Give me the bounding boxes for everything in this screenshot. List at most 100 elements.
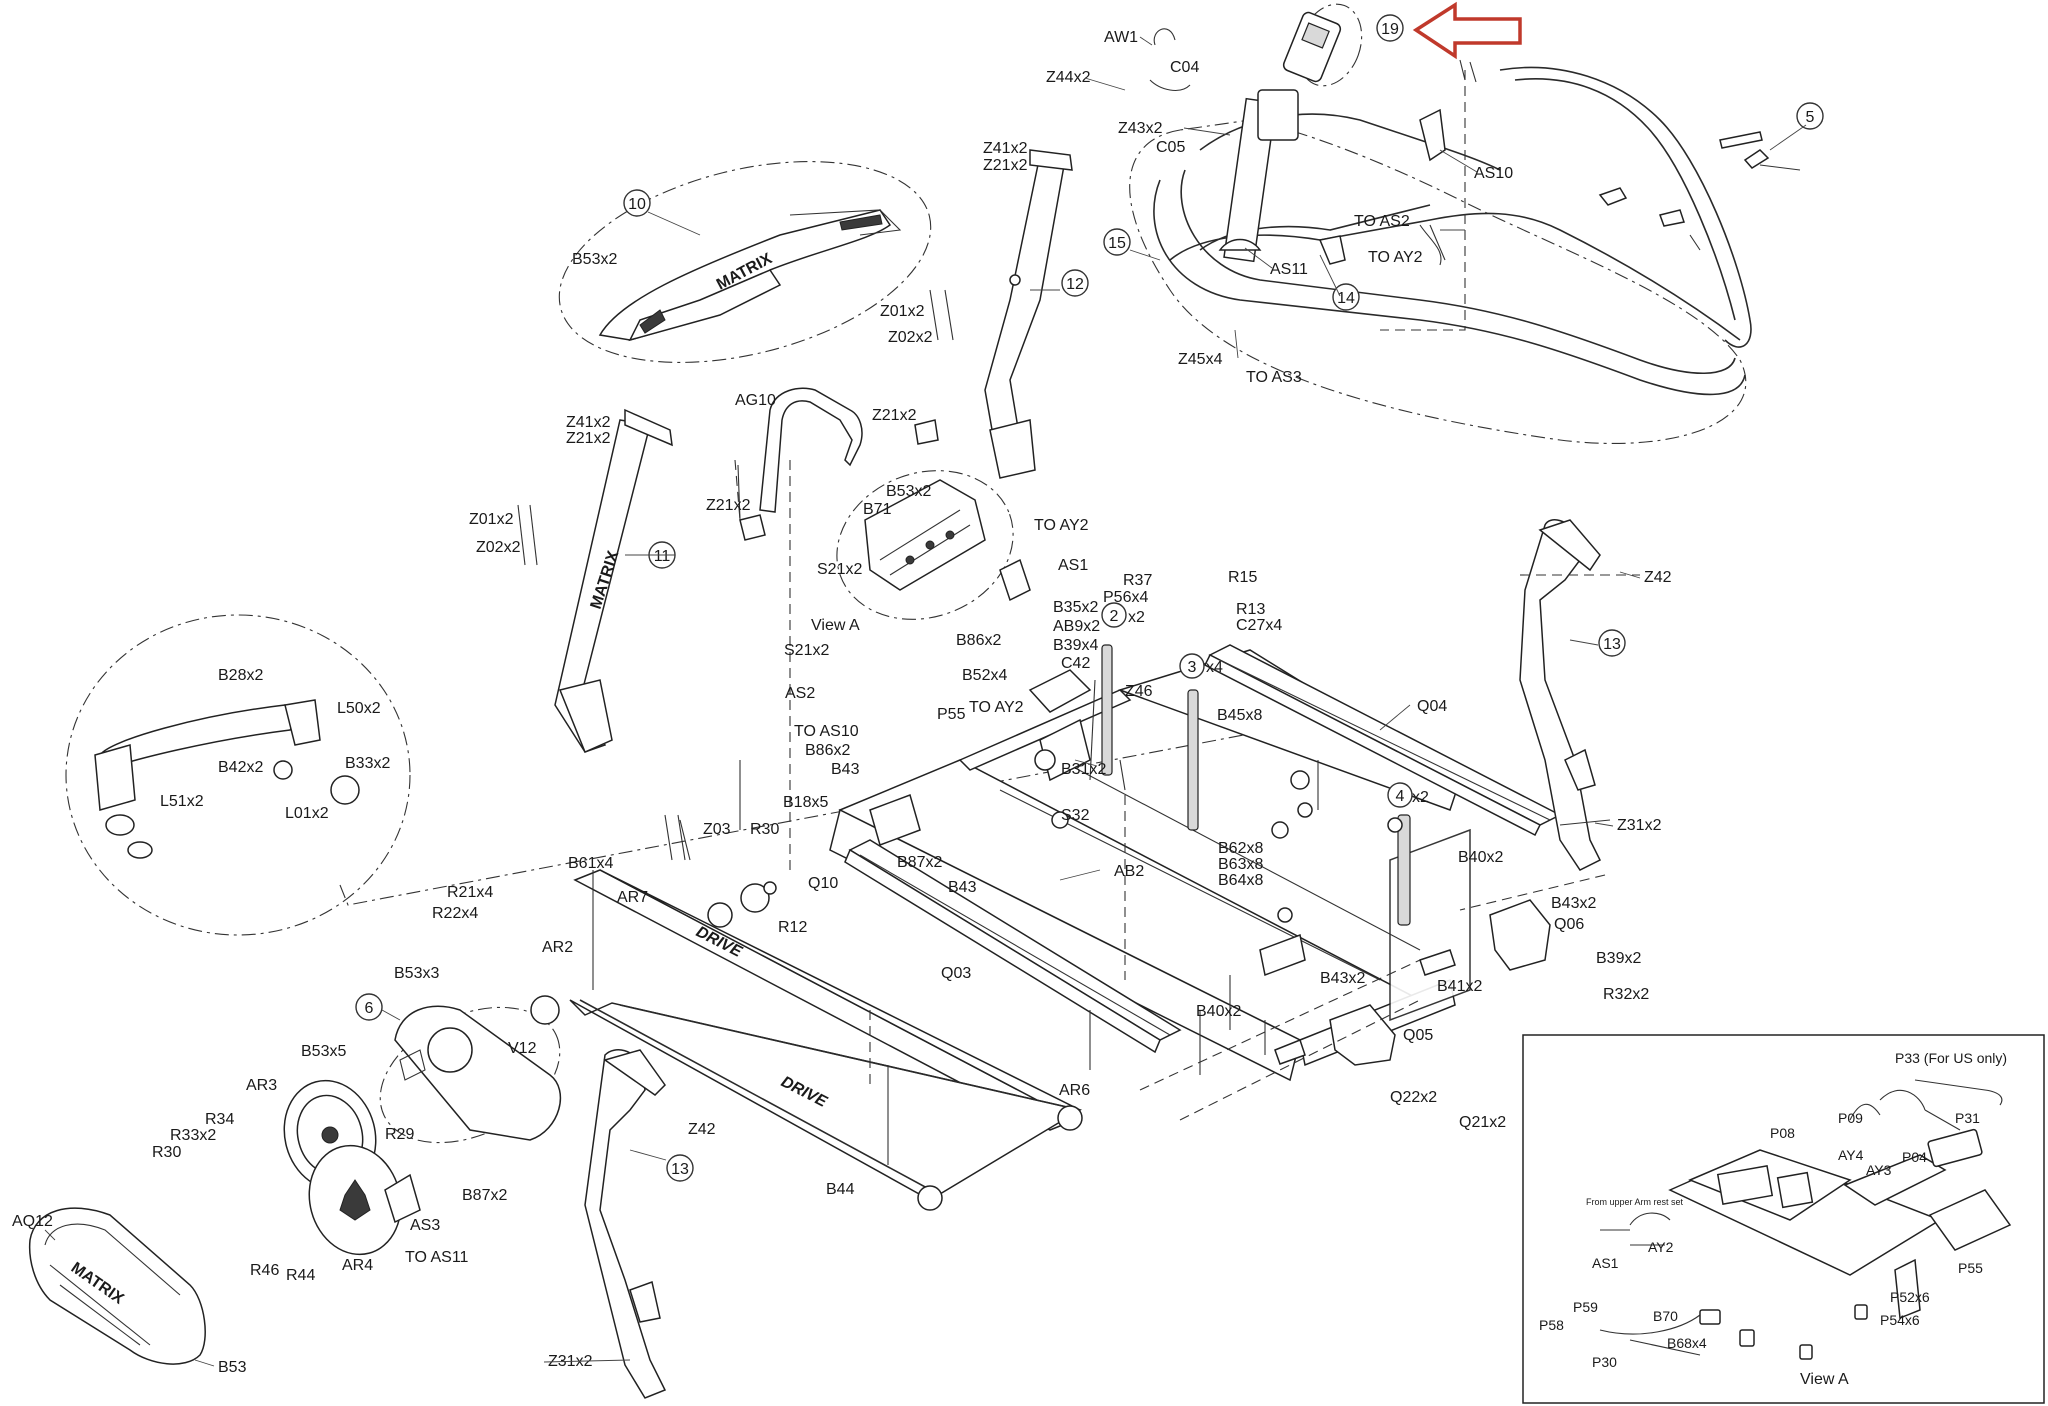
- label-ag10: AG10: [735, 392, 776, 409]
- label-p33: P33 (For US only): [1895, 1050, 2007, 1066]
- label-z21x2-c: Z21x2: [872, 407, 917, 424]
- power-supply-p31-icon: [1927, 1128, 1983, 1168]
- b40-block: [1274, 1039, 1306, 1065]
- label-c42: C42: [1061, 655, 1090, 672]
- upright-arm-11: MATRIX: [554, 408, 673, 754]
- label-ar7: AR7: [617, 889, 648, 906]
- label-z46: Z46: [1125, 683, 1153, 700]
- label-b86x2-b: B86x2: [805, 742, 850, 759]
- label-q05: Q05: [1403, 1027, 1433, 1044]
- rail-q04: [1203, 644, 1562, 837]
- label-b31x2: B31x2: [1061, 761, 1106, 778]
- svg-text:2: 2: [1110, 608, 1119, 625]
- label-ay2-box: AY2: [1648, 1239, 1674, 1255]
- label-b53x2-mid: B53x2: [886, 483, 931, 500]
- label-p09: P09: [1838, 1110, 1863, 1126]
- svg-text:6: 6: [365, 1000, 374, 1017]
- console-display-icon: [1282, 11, 1342, 83]
- svg-text:5: 5: [1806, 109, 1815, 126]
- label-p55-box: P55: [1958, 1260, 1983, 1276]
- label-ar4: AR4: [342, 1257, 373, 1274]
- label-b52x4: B52x4: [962, 667, 1007, 684]
- callout-5: 5: [1796, 102, 1824, 130]
- svg-text:3: 3: [1188, 659, 1197, 676]
- label-z21x2-b: Z21x2: [566, 430, 611, 447]
- group-outline-6: [379, 1006, 561, 1144]
- label-b53-low: B53: [218, 1359, 247, 1376]
- label-c27x4: C27x4: [1236, 617, 1282, 634]
- label-r30-low: R30: [152, 1144, 181, 1161]
- label-to-as3: TO AS3: [1246, 369, 1302, 386]
- motor-as3: [384, 1173, 421, 1224]
- label-x2-circ4: x2: [1412, 789, 1429, 806]
- callout-circles: 19 5 10 12 15 14 11 13 13 6 2 3 4: [355, 14, 1824, 1182]
- label-z31x2-right: Z31x2: [1617, 817, 1662, 834]
- label-s21x2-b: S21x2: [784, 642, 829, 659]
- top-cover-part-10: MATRIX: [598, 209, 902, 342]
- callout-4: 4: [1387, 782, 1413, 808]
- caster-detail: [94, 699, 360, 859]
- label-z03: Z03: [703, 821, 731, 838]
- label-view-a-box: View A: [1800, 1371, 1849, 1388]
- label-z01x2-b: Z01x2: [469, 511, 514, 528]
- label-b63x8: B63x8: [1218, 856, 1263, 873]
- label-b53x5: B53x5: [301, 1043, 346, 1060]
- front-roller-group: [530, 881, 777, 1025]
- label-aq12: AQ12: [12, 1213, 53, 1230]
- label-z43x2: Z43x2: [1118, 120, 1163, 137]
- label-to-ay2-mid: TO AY2: [1034, 517, 1089, 534]
- side-plate-6: [394, 1005, 561, 1141]
- label-p54x6: P54x6: [1880, 1312, 1920, 1328]
- label-r13: R13: [1236, 601, 1265, 618]
- label-r32x2: R32x2: [1603, 986, 1649, 1003]
- label-b71: B71: [863, 501, 892, 518]
- callout-3: 3: [1179, 653, 1205, 679]
- label-z44x2: Z44x2: [1046, 69, 1091, 86]
- label-as1: AS1: [1058, 557, 1088, 574]
- label-b39x2: B39x2: [1596, 950, 1641, 967]
- label-r44: R44: [286, 1267, 315, 1284]
- as11-cap: [1218, 238, 1262, 251]
- shroud-aq12: MATRIX: [28, 1207, 206, 1365]
- as1-box: [999, 558, 1031, 602]
- label-b45x8: B45x8: [1217, 707, 1262, 724]
- label-p08: P08: [1770, 1125, 1795, 1141]
- label-to-ay2-low: TO AY2: [969, 699, 1024, 716]
- rail-q03: [844, 839, 1182, 1054]
- label-r12: R12: [778, 919, 807, 936]
- label-b87x2-a: B87x2: [897, 854, 942, 871]
- svg-text:13: 13: [1603, 636, 1621, 653]
- callout-14: 14: [1332, 283, 1360, 311]
- label-b33x2: B33x2: [345, 755, 390, 772]
- label-b40x2-a: B40x2: [1458, 849, 1503, 866]
- label-r15: R15: [1228, 569, 1257, 586]
- belt-deck: DRIVE DRIVE: [569, 869, 1083, 1211]
- label-p55-mid: P55: [937, 706, 966, 723]
- label-b64x8: B64x8: [1218, 872, 1263, 889]
- label-q04: Q04: [1417, 698, 1447, 715]
- label-b39x4: B39x4: [1053, 637, 1098, 654]
- label-to-as10: TO AS10: [794, 723, 859, 740]
- label-p56x4: P56x4: [1103, 589, 1148, 606]
- end-cap-q06: [1489, 899, 1551, 971]
- label-to-ay2-top: TO AY2: [1368, 249, 1423, 266]
- b41-block: [1419, 949, 1456, 976]
- svg-text:11: 11: [654, 548, 671, 565]
- label-s21x2-a: S21x2: [817, 561, 862, 578]
- fastener-lines: [517, 289, 1611, 1165]
- label-p04: P04: [1902, 1149, 1927, 1165]
- label-p58: P58: [1539, 1317, 1564, 1333]
- label-b86x2-a: B86x2: [956, 632, 1001, 649]
- label-b53x3: B53x3: [394, 965, 439, 982]
- label-x4-circ3: x4: [1206, 659, 1223, 676]
- svg-text:19: 19: [1381, 21, 1399, 38]
- callout-15: 15: [1103, 228, 1131, 256]
- label-ar6: AR6: [1059, 1082, 1090, 1099]
- label-b41x2: B41x2: [1437, 978, 1482, 995]
- label-q21x2: Q21x2: [1459, 1114, 1506, 1131]
- label-z01x2-a: Z01x2: [880, 303, 925, 320]
- label-b28x2: B28x2: [218, 667, 263, 684]
- callout-6: 6: [355, 993, 383, 1021]
- label-l50x2: L50x2: [337, 700, 381, 717]
